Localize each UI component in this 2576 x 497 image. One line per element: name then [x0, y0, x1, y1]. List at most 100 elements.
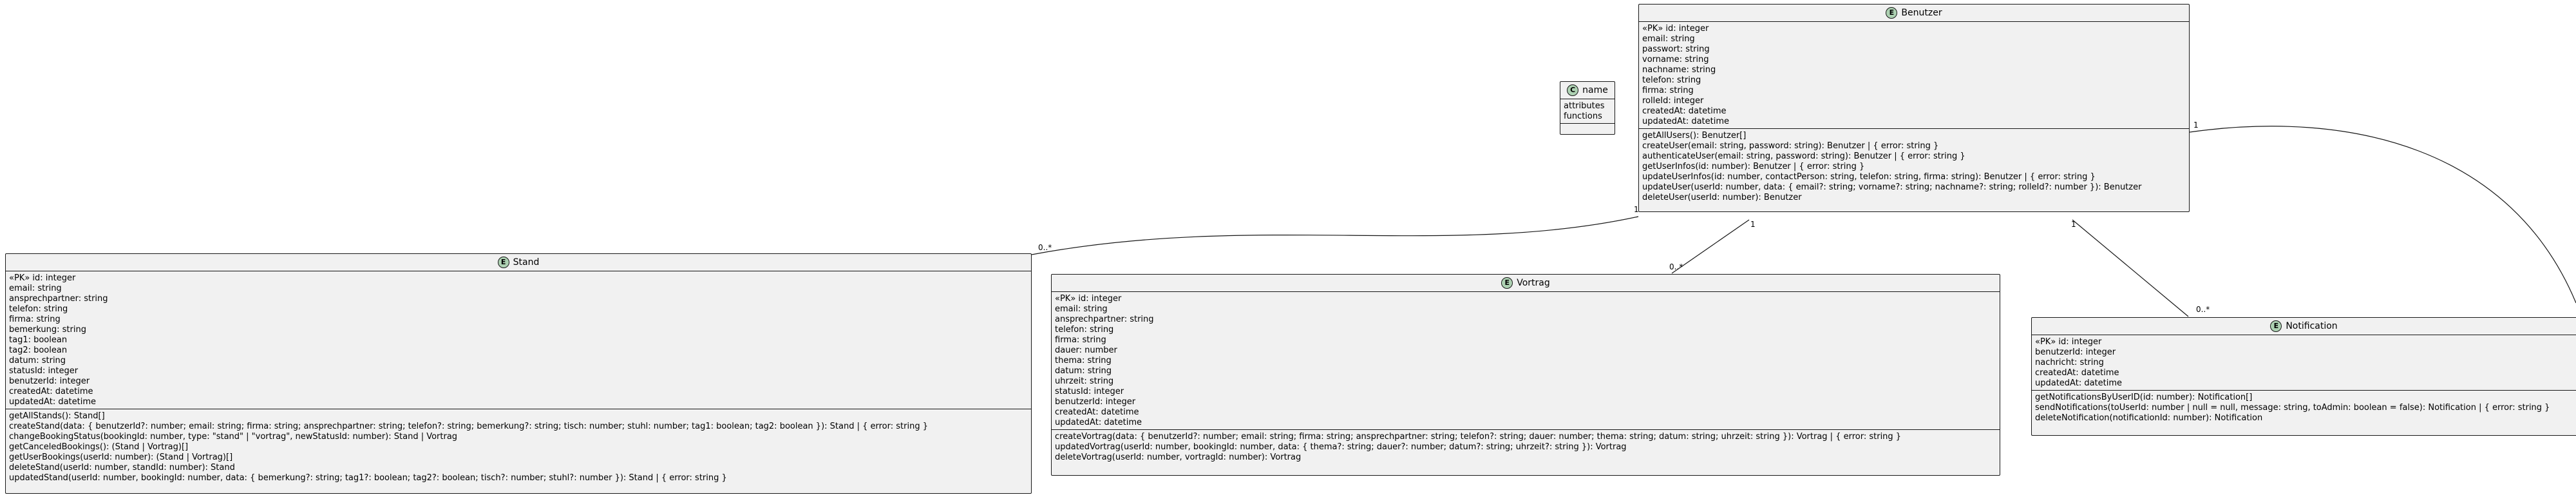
attribute-row: firma: string — [1055, 335, 1106, 345]
entity-icon: E — [1886, 7, 1898, 19]
attribute-row: datum: string — [1055, 366, 1112, 376]
class-name: Benutzer — [1901, 8, 1942, 18]
method-row: getAllUsers(): Benutzer[] — [1642, 131, 1747, 141]
methods-section: getNotificationsByUserID(id: number): No… — [2032, 390, 2576, 425]
attribute-row: updatedAt: datetime — [1642, 117, 1730, 126]
attribute-row: benutzerId: integer — [2035, 347, 2116, 357]
method-row: authenticateUser(email: string, password… — [1642, 151, 1965, 161]
method-row: getAllStands(): Stand[] — [9, 411, 105, 421]
attribute-row: statusId: integer — [1055, 387, 1124, 396]
attribute-row: telefon: string — [1642, 75, 1701, 85]
entity-icon: E — [2270, 320, 2282, 332]
methods-section: getAllUsers(): Benutzer[]createUser(emai… — [1639, 128, 2189, 204]
attribute-row: thema: string — [1055, 356, 1112, 365]
method-row: createVortrag(data: { benutzerId?: numbe… — [1055, 432, 1902, 442]
multiplicity-label: 1 — [1750, 220, 1756, 229]
class-header: E Notification — [2032, 318, 2576, 335]
method-row: getCanceledBookings(): (Stand | Vortrag)… — [9, 442, 189, 452]
attribute-row: benutzerId: integer — [1055, 397, 1136, 407]
attribute-row: telefon: string — [1055, 325, 1114, 335]
methods-section: createVortrag(data: { benutzerId?: numbe… — [1052, 429, 2000, 464]
attribute-row: passwort: string — [1642, 44, 1710, 54]
legend-attributes-section: attributes functions — [1560, 99, 1615, 123]
attribute-row: statusId: integer — [9, 366, 79, 376]
attribute-row: dauer: number — [1055, 346, 1117, 355]
method-row: updatedVortrag(userId: number, bookingId… — [1055, 442, 1627, 452]
method-row: updatedStand(userId: number, bookingId: … — [9, 473, 727, 483]
class-header: E Vortrag — [1052, 275, 2000, 292]
attribute-row: rolleId: integer — [1642, 96, 1704, 106]
attribute-row: benutzerId: integer — [9, 376, 90, 386]
method-row: deleteStand(userId: number, standId: num… — [9, 463, 235, 473]
attribute-row: «PK» id: integer — [2035, 337, 2102, 347]
multiplicity-label: 0..* — [1669, 262, 1683, 271]
edge-benutzer-offscreen — [2189, 126, 2576, 304]
attribute-row: updatedAt: datetime — [9, 397, 97, 407]
class-name: Vortrag — [1517, 278, 1550, 288]
legend-methods-section — [1560, 123, 1615, 128]
attribute-row: createdAt: datetime — [9, 387, 93, 396]
class-icon: C — [1567, 84, 1579, 96]
attribute-row: createdAt: datetime — [1642, 106, 1727, 116]
edge-benutzer-stand — [1031, 216, 1639, 255]
legend-class-box: C name attributes functions — [1560, 81, 1615, 135]
attribute-row: «PK» id: integer — [1642, 24, 1709, 34]
method-row: createUser(email: string, password: stri… — [1642, 141, 1939, 151]
attribute-row: firma: string — [1642, 86, 1694, 95]
method-row: getUserBookings(userId: number): (Stand … — [9, 453, 233, 462]
attribute-row: telefon: string — [9, 304, 68, 314]
legend-row: attributes — [1564, 101, 1605, 111]
attribute-row: email: string — [1055, 304, 1108, 314]
method-row: changeBookingStatus(bookingId: number, t… — [9, 432, 458, 442]
class-name: Notification — [2286, 321, 2338, 331]
multiplicity-label: 1 — [1634, 205, 1639, 214]
attribute-row: vorname: string — [1642, 55, 1709, 64]
method-row: updateUser(userId: number, data: { email… — [1642, 182, 2142, 192]
attribute-row: createdAt: datetime — [1055, 407, 1139, 417]
method-row: deleteUser(userId: number): Benutzer — [1642, 193, 1802, 202]
class-name: Stand — [513, 257, 540, 268]
attribute-row: updatedAt: datetime — [1055, 418, 1142, 427]
legend-name: name — [1582, 85, 1608, 95]
multiplicity-label: 0..* — [1038, 243, 1052, 252]
method-row: createStand(data: { benutzerId?: number;… — [9, 422, 928, 431]
attribute-row: nachname: string — [1642, 65, 1716, 75]
multiplicity-label: 1 — [2193, 121, 2199, 130]
attribute-row: email: string — [9, 284, 62, 293]
method-row: updateUserInfos(id: number, contactPerso… — [1642, 172, 2096, 182]
method-row: deleteNotification(notificationId: numbe… — [2035, 413, 2263, 423]
method-row: getNotificationsByUserID(id: number): No… — [2035, 393, 2253, 402]
legend-row: functions — [1564, 112, 1602, 121]
attribute-row: «PK» id: integer — [9, 273, 76, 283]
attribute-row: datum: string — [9, 356, 66, 365]
method-row: sendNotifications(toUserId: number | nul… — [2035, 403, 2550, 413]
attribute-row: bemerkung: string — [9, 325, 86, 335]
edge-benutzer-notification — [2072, 219, 2189, 317]
entity-icon: E — [497, 257, 509, 268]
attribute-row: ansprechpartner: string — [1055, 315, 1154, 324]
attribute-row: firma: string — [9, 315, 61, 324]
class-header: E Stand — [6, 254, 1031, 271]
method-row: getUserInfos(id: number): Benutzer | { e… — [1642, 162, 1865, 171]
attribute-row: tag1: boolean — [9, 335, 68, 345]
attribute-row: «PK» id: integer — [1055, 294, 1122, 304]
attribute-row: nachricht: string — [2035, 358, 2104, 367]
method-row: deleteVortrag(userId: number, vortragId:… — [1055, 453, 1302, 462]
attribute-row: createdAt: datetime — [2035, 368, 2119, 378]
attribute-row: uhrzeit: string — [1055, 376, 1114, 386]
multiplicity-label: 0..* — [2196, 305, 2210, 314]
attribute-row: ansprechpartner: string — [9, 294, 108, 304]
edge-benutzer-vortrag — [1671, 219, 1750, 274]
attribute-row: tag2: boolean — [9, 346, 68, 355]
methods-section: getAllStands(): Stand[]createStand(data:… — [6, 409, 1031, 485]
multiplicity-label: 1 — [2071, 220, 2076, 229]
